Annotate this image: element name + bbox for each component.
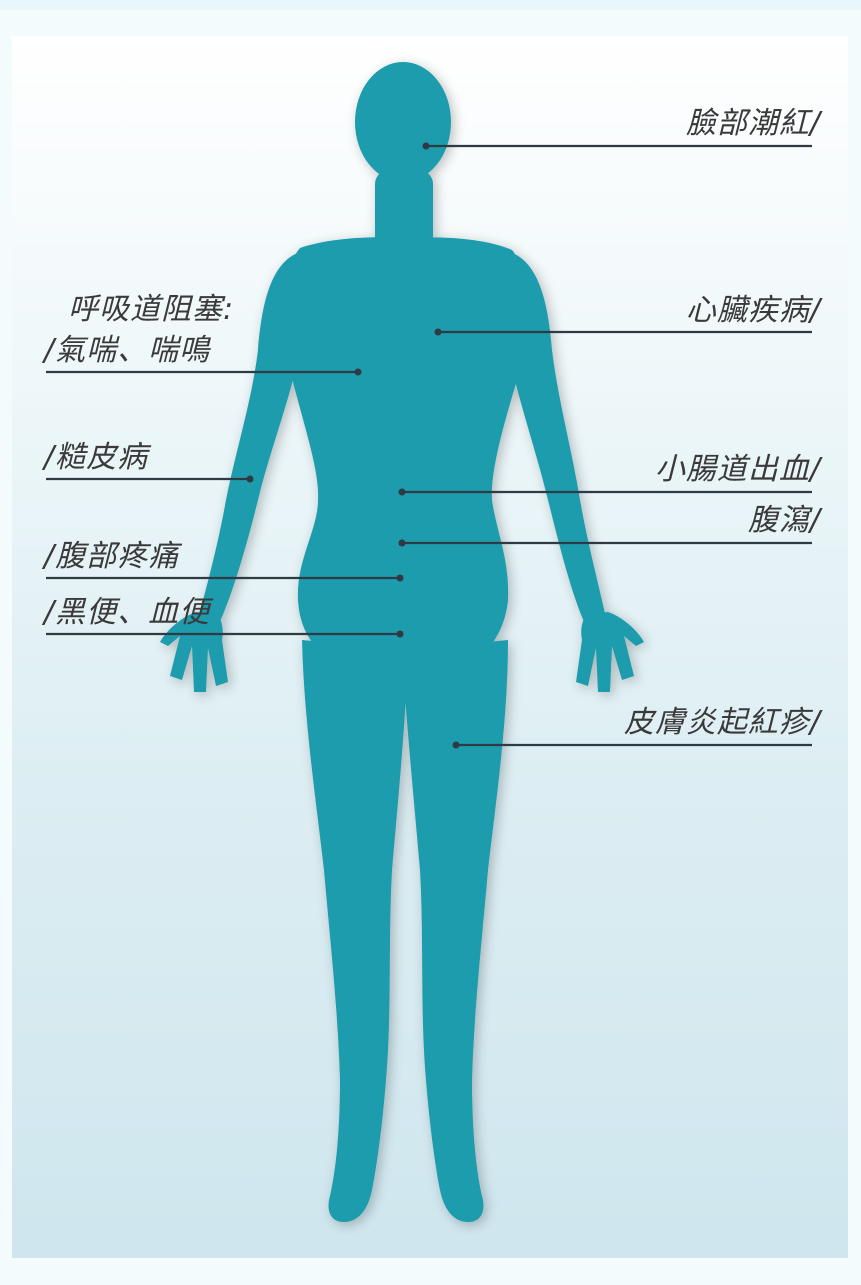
human-silhouette xyxy=(160,62,644,1222)
label-respiratory-title: 呼吸道阻塞: xyxy=(68,292,234,328)
right-hand xyxy=(576,612,644,692)
dot-face xyxy=(423,143,430,150)
dot-leg xyxy=(453,742,460,749)
label-intestinal-bleeding: 小腸道出血/ xyxy=(655,452,821,488)
left-leg xyxy=(302,640,408,1222)
dot-chest xyxy=(355,369,362,376)
label-heart-disease: 心臟疾病/ xyxy=(686,293,821,329)
dot-stool xyxy=(397,631,404,638)
dot-heart xyxy=(435,329,442,336)
label-diarrhea: 腹瀉/ xyxy=(748,503,821,539)
dot-abdomen xyxy=(397,575,404,582)
dot-diarrhea xyxy=(399,540,406,547)
label-respiratory-detail: /氣喘、喘鳴 xyxy=(44,333,210,369)
label-abdominal-pain: /腹部疼痛 xyxy=(44,539,179,575)
label-skin-rash: 皮膚炎起紅疹/ xyxy=(624,705,821,741)
head xyxy=(355,62,451,182)
label-black-stool: /黑便、血便 xyxy=(44,595,210,631)
torso xyxy=(285,237,525,670)
label-facial-flushing: 臉部潮紅/ xyxy=(686,106,821,142)
dot-arm xyxy=(247,476,254,483)
label-eczema: /糙皮病 xyxy=(44,440,148,476)
right-arm xyxy=(508,252,606,626)
dot-intestine xyxy=(399,489,406,496)
right-leg xyxy=(402,640,508,1222)
